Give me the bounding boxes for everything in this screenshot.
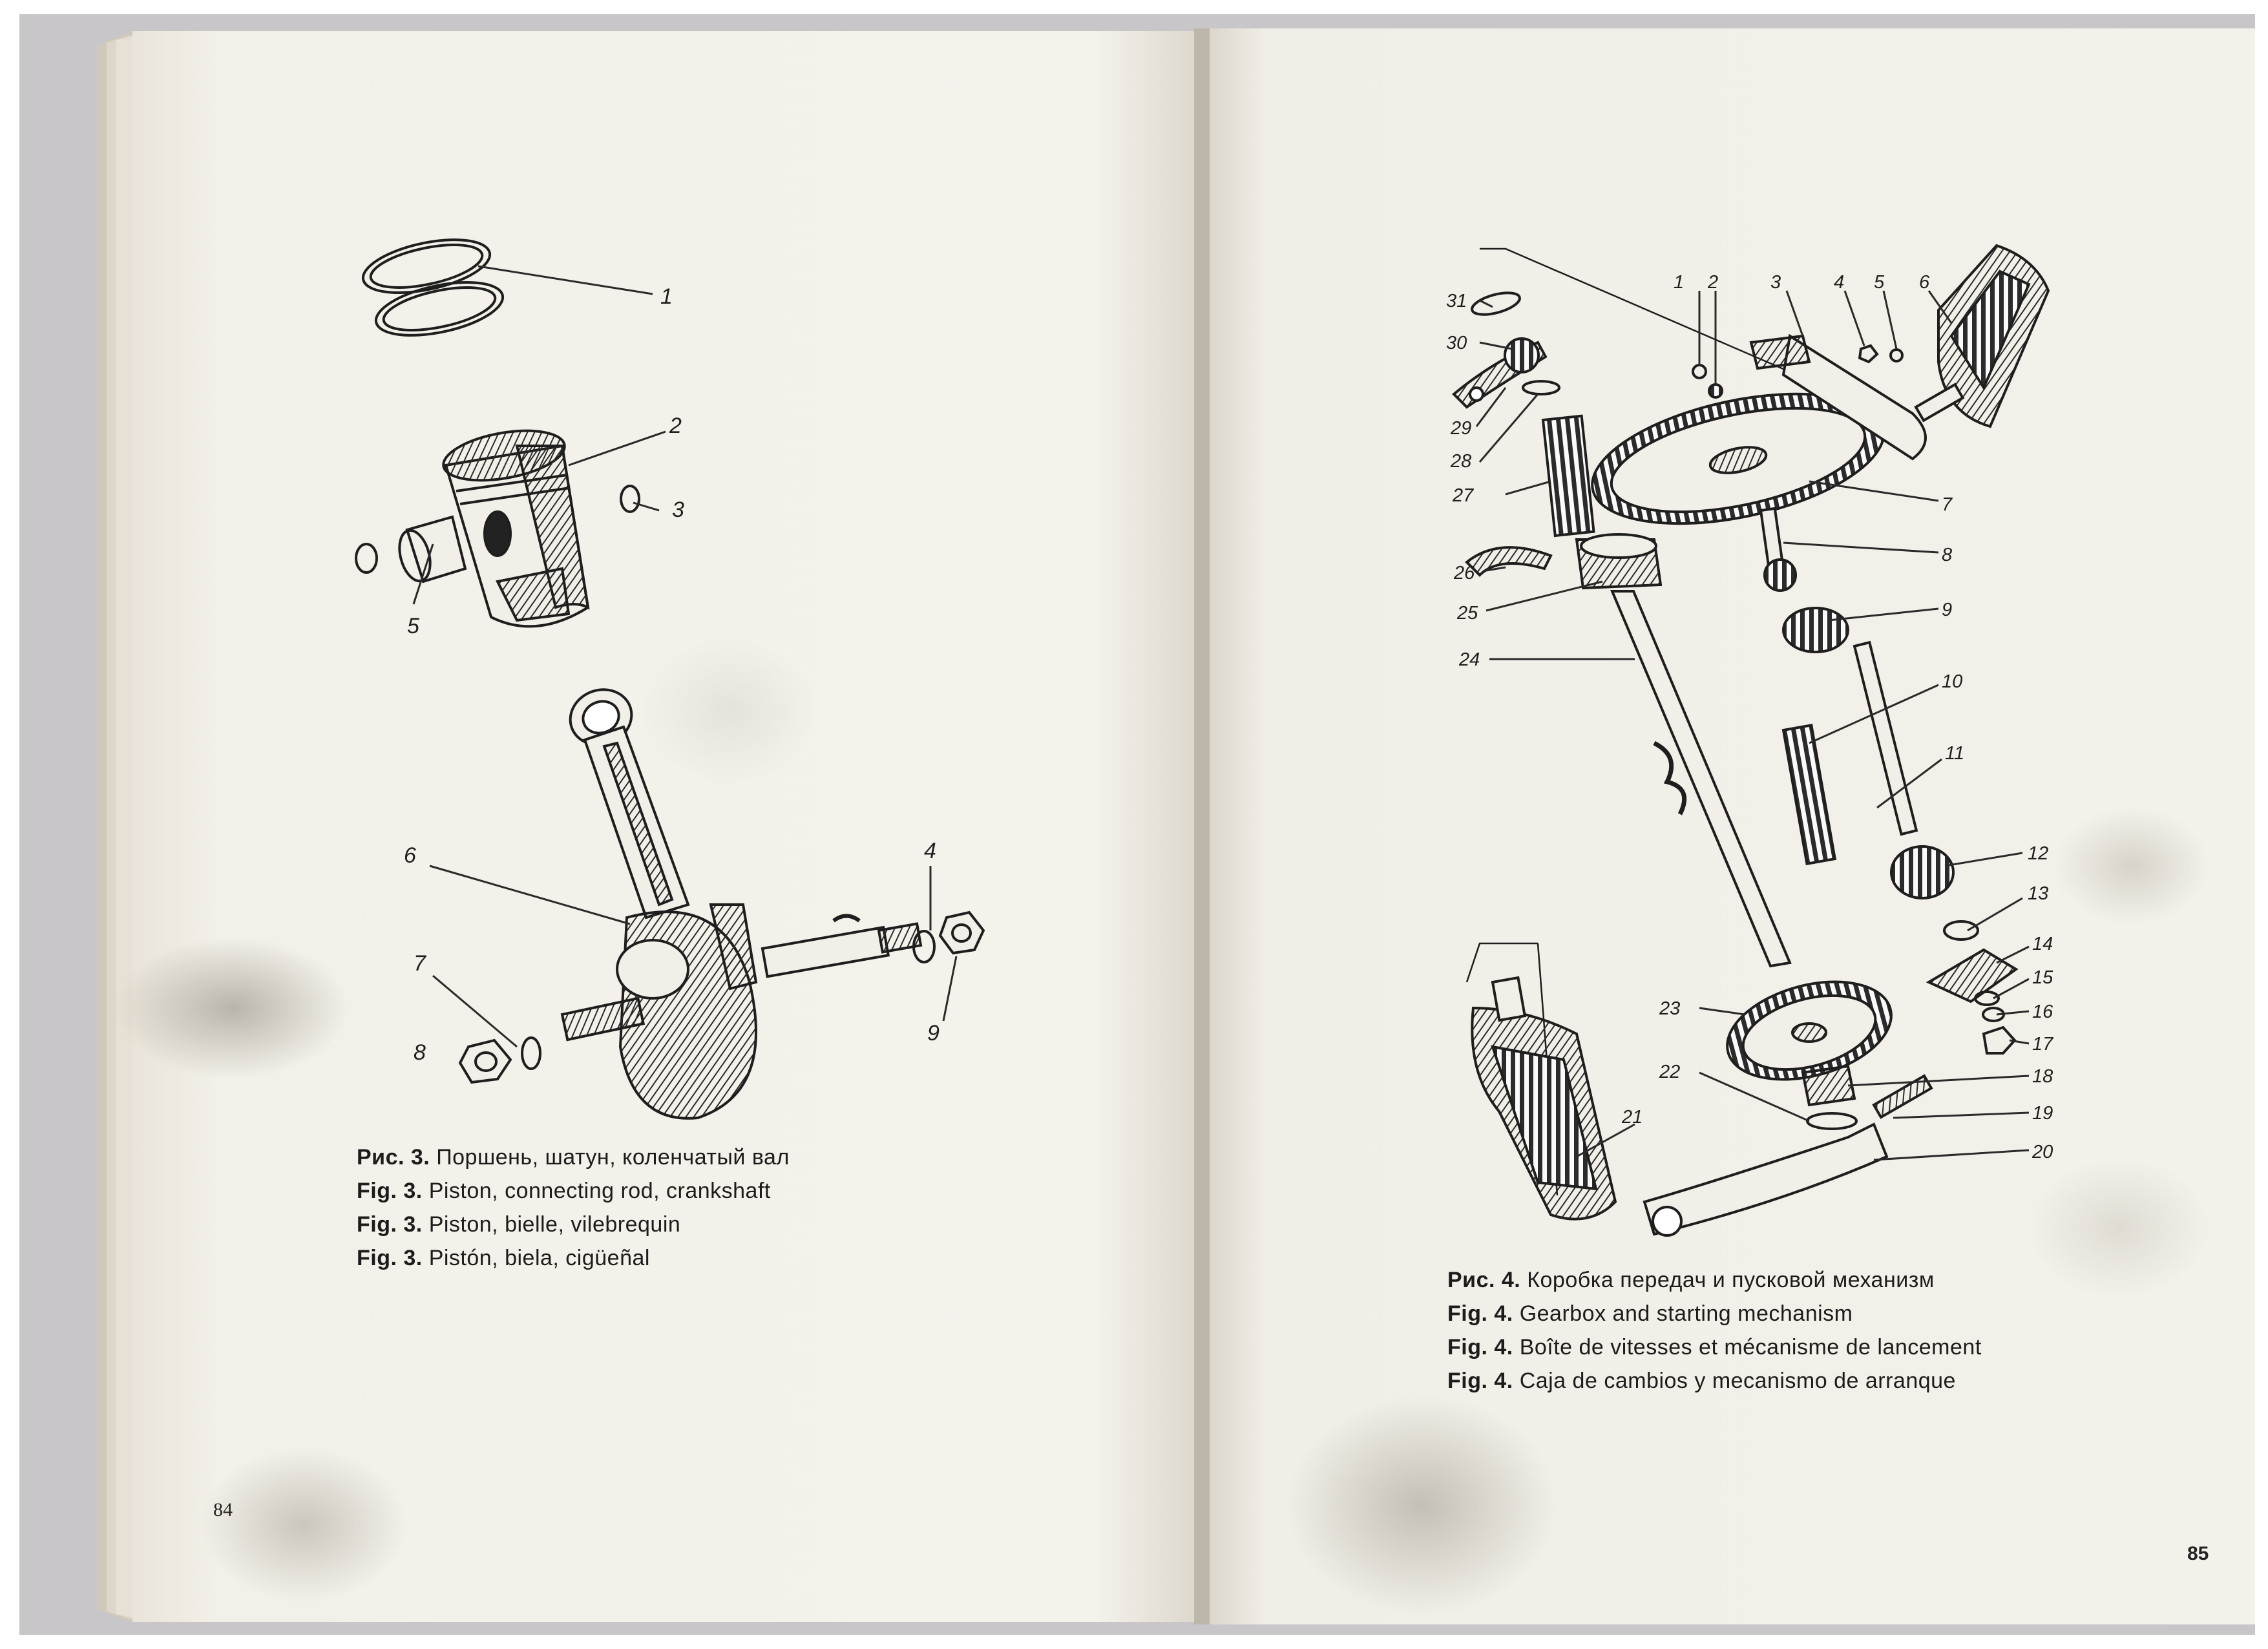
callout-13: 13	[2028, 883, 2048, 904]
gear-23	[1726, 980, 1893, 1081]
nuts-and-washers	[458, 910, 985, 1084]
crankshaft	[560, 903, 923, 1120]
callout-6: 6	[1919, 272, 1930, 293]
caption-line-ru: Рис. 3. Поршень, шатун, коленчатый вал	[357, 1145, 790, 1170]
gear-7	[1591, 392, 1885, 525]
callout-15: 15	[2032, 967, 2053, 988]
gutter	[1194, 28, 1210, 1624]
callout-3: 3	[672, 498, 684, 522]
callout-20: 20	[2032, 1142, 2053, 1162]
callout-5: 5	[407, 614, 419, 638]
callout-6: 6	[404, 843, 416, 868]
fig3-caption: Рис. 3. Поршень, шатун, коленчатый вал F…	[357, 1140, 790, 1275]
fig4-leader-lines	[1475, 290, 2030, 1161]
callout-14: 14	[2032, 934, 2053, 954]
callout-1: 1	[660, 284, 673, 309]
callout-9: 9	[1942, 600, 1952, 620]
callout-3: 3	[1770, 272, 1781, 293]
fig4-caption: Рис. 4. Коробка передач и пусковой механ…	[1447, 1263, 1982, 1398]
connecting-rod	[569, 688, 690, 919]
callout-4: 4	[1834, 272, 1844, 293]
callout-17: 17	[2032, 1034, 2054, 1055]
caption-line-es: Fig. 4. Caja de cambios y mecanismo de a…	[1447, 1369, 1956, 1393]
callout-24: 24	[1458, 649, 1480, 670]
callout-12: 12	[2028, 843, 2048, 864]
callout-25: 25	[1456, 603, 1478, 624]
callout-21: 21	[1621, 1107, 1643, 1128]
callout-4: 4	[924, 839, 936, 863]
callout-29: 29	[1450, 418, 1471, 439]
callout-5: 5	[1874, 272, 1885, 293]
callout-22: 22	[1659, 1062, 1680, 1082]
callout-27: 27	[1452, 485, 1475, 506]
page-stains	[116, 633, 2210, 1615]
sprocket-21	[1471, 976, 1617, 1221]
callout-10: 10	[1942, 671, 1962, 692]
fig3-leader-lines	[412, 265, 958, 1048]
fig4-illustration	[1452, 244, 2050, 1237]
callout-9: 9	[927, 1021, 940, 1045]
piston-rings	[361, 238, 505, 337]
fig3-illustration	[355, 238, 985, 1120]
left-page	[132, 31, 1202, 1622]
sprocket-6	[1914, 244, 2050, 428]
callout-7: 7	[414, 951, 426, 976]
caption-line-es: Fig. 3. Pistón, biela, cigüeñal	[357, 1246, 650, 1270]
callout-8: 8	[414, 1040, 426, 1065]
caption-line-fr: Fig. 3. Piston, bielle, vilebrequin	[357, 1212, 681, 1237]
callout-31: 31	[1446, 291, 1467, 311]
gudgeon-pin	[355, 485, 640, 583]
caption-line-en: Fig. 3. Piston, connecting rod, cranksha…	[357, 1179, 771, 1203]
callout-26: 26	[1453, 563, 1475, 583]
callout-7: 7	[1942, 494, 1953, 515]
fig4-callouts: 1 2 3 4 5 6 7 8 9 10 11 12 13 14 15 16 1…	[1446, 272, 2054, 1162]
callout-18: 18	[2032, 1066, 2053, 1087]
callout-2: 2	[1707, 272, 1718, 293]
fig3-callouts: 1 2 3 4 5 6 7 8 9	[404, 284, 940, 1065]
page-number-left: 84	[213, 1499, 233, 1520]
caption-line-ru: Рис. 4. Коробка передач и пусковой механ…	[1447, 1268, 1935, 1292]
caption-line-en: Fig. 4. Gearbox and starting mechanism	[1447, 1301, 1853, 1326]
piston	[442, 429, 590, 628]
callout-2: 2	[669, 414, 682, 438]
callout-19: 19	[2032, 1103, 2053, 1124]
caption-line-fr: Fig. 4. Boîte de vitesses et mécanisme d…	[1447, 1335, 1982, 1360]
page-number-right: 85	[2187, 1543, 2209, 1564]
callout-30: 30	[1446, 333, 1467, 353]
callout-28: 28	[1450, 451, 1471, 472]
callout-23: 23	[1659, 998, 1680, 1019]
callout-11: 11	[1945, 743, 1964, 764]
callout-16: 16	[2032, 1002, 2053, 1022]
callout-1: 1	[1674, 272, 1684, 293]
callout-8: 8	[1942, 545, 1952, 565]
